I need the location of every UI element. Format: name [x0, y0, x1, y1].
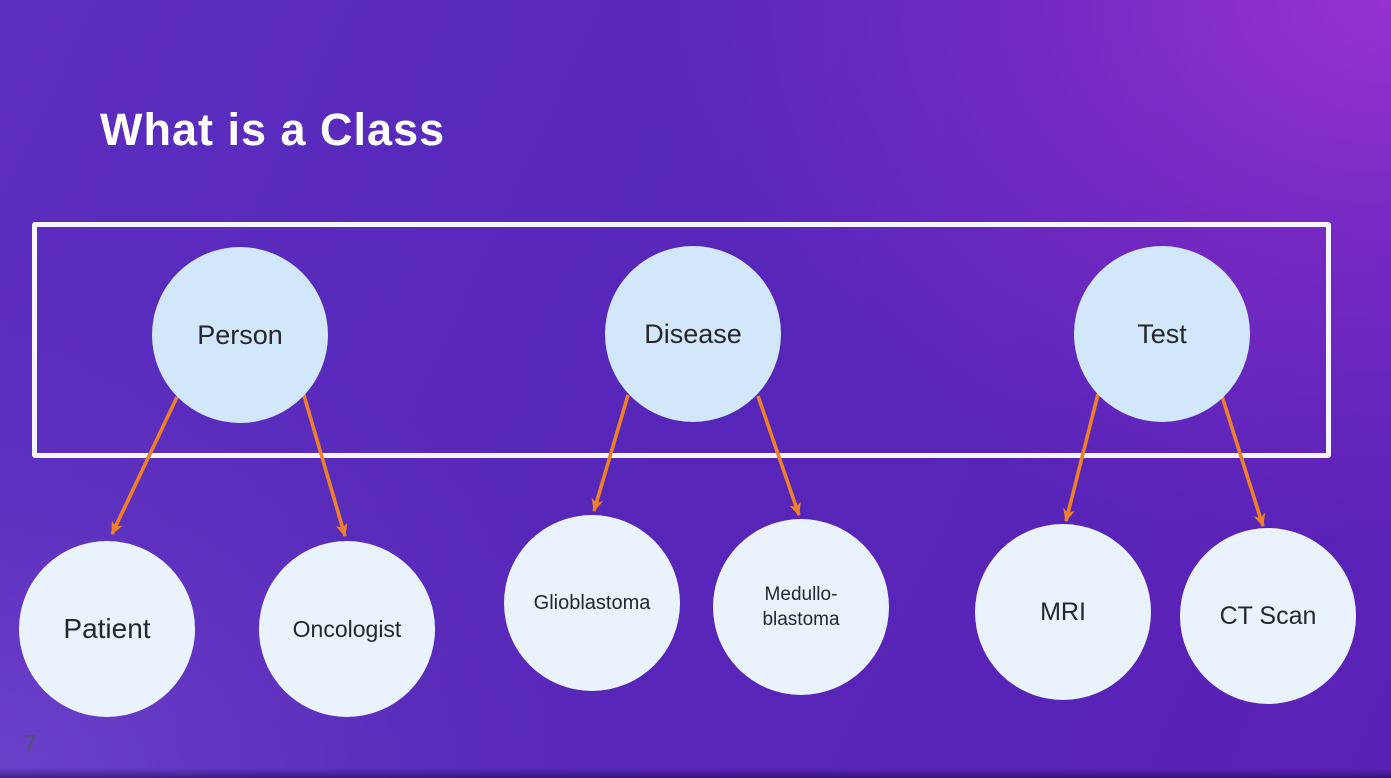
class-node-person: Person	[152, 247, 328, 423]
node-label: Test	[1137, 318, 1187, 349]
node-label: Disease	[644, 318, 742, 349]
node-label: Glioblastoma	[533, 591, 651, 614]
class-node-test: Test	[1074, 246, 1250, 422]
page-number: 7	[24, 730, 37, 756]
class-frame	[32, 222, 1331, 458]
node-label: Oncologist	[292, 615, 402, 642]
node-label: MRI	[1040, 597, 1086, 626]
subclass-node-mri: MRI	[975, 524, 1151, 700]
class-node-disease: Disease	[605, 246, 781, 422]
page-title: What is a Class	[100, 104, 446, 156]
subclass-node-patient: Patient	[19, 541, 195, 717]
node-label: Medullo- blastoma	[762, 583, 840, 630]
node-label: Patient	[63, 613, 151, 644]
subclass-node-oncologist: Oncologist	[259, 541, 435, 717]
node-label: CT Scan	[1219, 601, 1317, 630]
node-label: Person	[197, 319, 283, 350]
subclass-node-ct-scan: CT Scan	[1180, 528, 1356, 704]
subclass-node-glioblastoma: Glioblastoma	[504, 515, 680, 691]
subclass-node-medulloblastoma: Medullo- blastoma	[713, 519, 889, 695]
